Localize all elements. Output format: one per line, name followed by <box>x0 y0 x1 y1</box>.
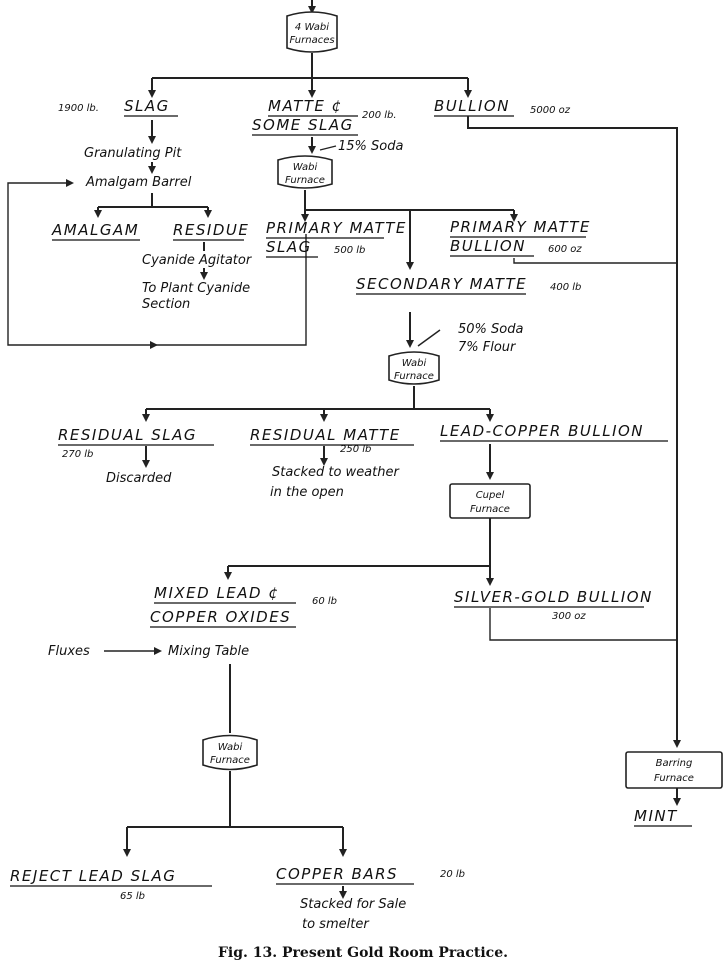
wabi-furnace-box <box>277 155 333 189</box>
wabi-furnaces-line2: Furnaces <box>289 35 334 46</box>
cupel-furnace-line1: Cupel <box>476 490 505 501</box>
barring-furnace-box <box>625 751 723 789</box>
mixing-table-label: Mixing Table <box>168 644 249 659</box>
barring-furnace-line1: Barring <box>656 758 693 769</box>
discarded-label: Discarded <box>106 471 172 486</box>
matte-line2: SOME SLAG <box>252 116 354 134</box>
recycle-loop-line <box>7 179 307 346</box>
soda-flour-feed <box>417 329 441 347</box>
wabi-furnace-3-line2: Furnace <box>210 755 250 766</box>
slag-qty: 1900 lb. <box>58 103 99 114</box>
silver-gold-to-column <box>489 608 677 641</box>
barring-furnace-line2: Furnace <box>654 773 694 784</box>
amalgam-barrel-label: Amalgam Barrel <box>85 175 192 190</box>
cyanide-agitator-label: Cyanide Agitator <box>142 253 253 268</box>
matte-line1: MATTE ¢ <box>268 97 343 115</box>
fluxes-label: Fluxes <box>48 644 90 659</box>
wabi-furnace-2-line1: Wabi <box>402 358 427 369</box>
mixed-lead-qty: 60 lb <box>312 596 337 607</box>
wabi-furnace-3-line1: Wabi <box>218 742 243 753</box>
wabi-furnace-2-line2: Furnace <box>394 371 434 382</box>
residue-label: RESIDUE <box>173 221 249 239</box>
residual-matte-qty: 250 lb <box>340 444 371 455</box>
copper-bars-qty: 20 lb <box>440 869 465 880</box>
cupel-furnace-line2: Furnace <box>470 504 510 515</box>
wabi-furnaces-line1: 4 Wabi <box>295 22 329 33</box>
bullion-qty: 5000 oz <box>530 105 571 116</box>
primary-bullion-qty: 600 oz <box>548 244 582 255</box>
wabi-furnace-line2: Furnace <box>285 175 325 186</box>
secondary-matte-qty: 400 lb <box>550 282 581 293</box>
primary-slag-line1: PRIMARY MATTE <box>266 219 407 237</box>
reject-slag-qty: 65 lb <box>120 891 145 902</box>
bullion-label: BULLION <box>434 97 510 115</box>
mint-label: MINT <box>634 807 678 825</box>
matte-qty: 200 lb. <box>362 110 397 121</box>
granulating-pit-label: Granulating Pit <box>84 146 182 161</box>
copper-bars-label: COPPER BARS <box>276 865 398 883</box>
secondary-matte-label: SECONDARY MATTE <box>356 275 527 293</box>
stacked-weather-line2: in the open <box>270 485 344 500</box>
wabi-furnaces-box <box>286 11 338 53</box>
wabi-furnace-2-box <box>388 351 440 385</box>
soda-flour-line1: 50% Soda <box>458 322 523 337</box>
soda-flour-line2: 7% Flour <box>458 340 517 355</box>
figure-caption: Fig. 13. Present Gold Room Practice. <box>218 945 508 961</box>
bullion-to-barring-line <box>467 116 678 716</box>
residual-slag-qty: 270 lb <box>62 449 93 460</box>
stacked-weather-line1: Stacked to weather <box>272 465 400 480</box>
residual-slag-label: RESIDUAL SLAG <box>58 426 197 444</box>
to-plant-cyanide-line1: To Plant Cyanide <box>142 281 250 296</box>
mixed-lead-line2: COPPER OXIDES <box>150 608 291 626</box>
primary-bullion-line2: BULLION <box>450 237 526 255</box>
lead-copper-label: LEAD-COPPER BULLION <box>440 422 644 440</box>
silver-gold-qty: 300 oz <box>552 611 586 622</box>
to-plant-cyanide-line2: Section <box>142 297 190 312</box>
stacked-sale-line2: to smelter <box>302 917 370 932</box>
primary-slag-qty: 500 lb <box>334 245 365 256</box>
wabi-furnace-3-box <box>202 734 258 771</box>
stacked-sale-line1: Stacked for Sale <box>300 897 406 912</box>
slag-label: SLAG <box>124 97 170 115</box>
wabi-furnace-line1: Wabi <box>293 162 318 173</box>
mixed-lead-line1: MIXED LEAD ¢ <box>154 584 279 602</box>
soda-15-label: 15% Soda <box>338 139 403 154</box>
primary-bullion-to-column <box>513 258 677 264</box>
loop-arrowhead <box>150 341 158 349</box>
silver-gold-label: SILVER-GOLD BULLION <box>454 588 653 606</box>
reject-slag-label: REJECT LEAD SLAG <box>10 867 176 885</box>
primary-slag-line2: SLAG <box>266 238 312 256</box>
amalgam-label: AMALGAM <box>51 221 139 239</box>
soda-feed-line <box>319 145 337 151</box>
residual-matte-label: RESIDUAL MATTE <box>250 426 401 444</box>
primary-bullion-line1: PRIMARY MATTE <box>450 218 591 236</box>
